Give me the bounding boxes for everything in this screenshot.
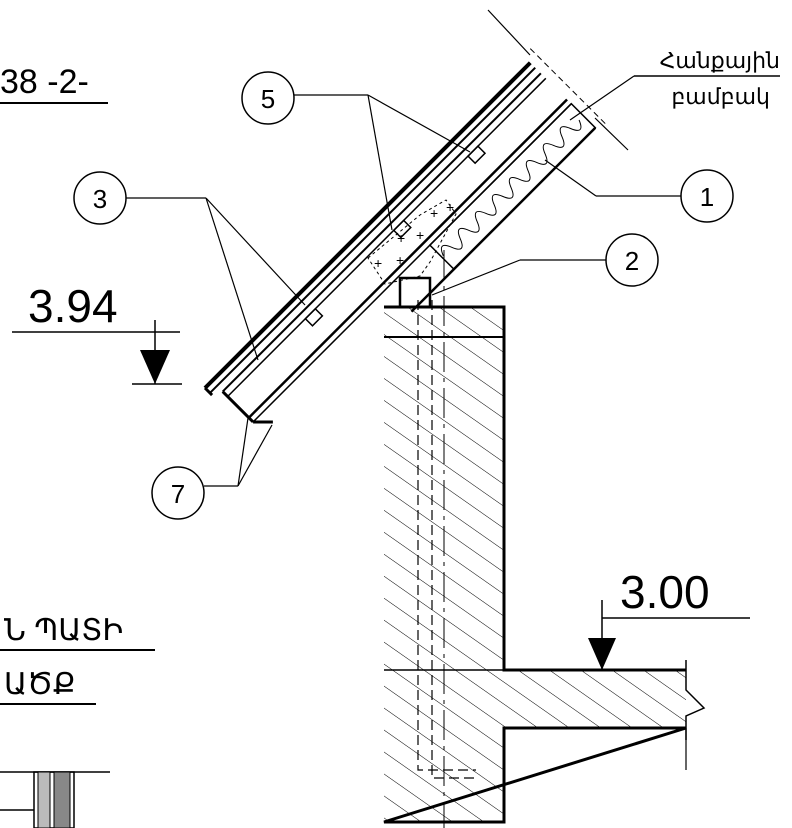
roof-cut-line [487, 9, 531, 56]
insulation-label-line2: բամբակ [671, 84, 770, 109]
callout-7: 7 [151, 417, 273, 520]
timber-blocking: + + + + + + [367, 199, 457, 285]
elevation-floor-value: 3.00 [620, 566, 710, 618]
insulation-label-line1: Հանքային [660, 48, 780, 73]
partial-detail-thumbnail [0, 771, 110, 828]
section-title-line1: Ն ՊԱՏԻ [4, 614, 123, 647]
svg-text:3: 3 [93, 184, 107, 214]
section-title-line2: ԱԾՔ [4, 668, 76, 701]
svg-text:7: 7 [171, 479, 185, 509]
callout-1: 1 [544, 159, 734, 223]
svg-text:+: + [446, 199, 454, 215]
elevation-marker-floor: 3.00 [588, 566, 750, 670]
callout-3: 3 [73, 171, 306, 361]
callout-2: 2 [431, 233, 659, 296]
partial-sheet-title: 38 -2- [0, 63, 89, 101]
svg-text:1: 1 [700, 182, 714, 212]
svg-text:5: 5 [261, 84, 275, 114]
svg-text:+: + [430, 205, 438, 221]
svg-text:+: + [396, 252, 404, 268]
wall-plate [398, 276, 432, 309]
svg-text:+: + [397, 230, 405, 246]
elevation-eaves-value: 3.94 [28, 280, 118, 332]
elevation-marker-eaves: 3.94 [12, 280, 182, 385]
insulation-leader [569, 75, 635, 121]
svg-text:2: 2 [625, 246, 639, 276]
roof-cut-line-2 [594, 117, 629, 151]
wall-section [383, 250, 706, 828]
svg-text:+: + [416, 227, 424, 243]
callout-5: 5 [241, 71, 471, 231]
svg-text:+: + [374, 255, 382, 271]
